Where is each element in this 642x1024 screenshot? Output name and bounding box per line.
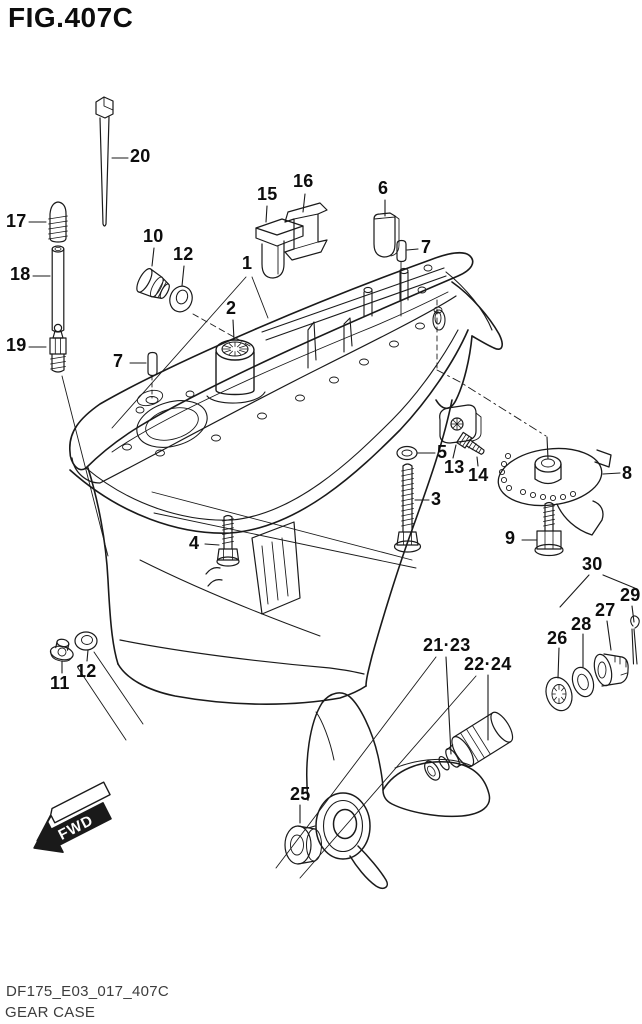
part-27-prop-nut	[593, 653, 629, 687]
callout-20: 20	[130, 146, 151, 166]
deck-detail	[111, 264, 449, 457]
part-16-bracket	[284, 202, 328, 261]
callout-12-upper: 12	[173, 244, 194, 264]
callout-16: 16	[293, 171, 314, 191]
callout-10: 10	[143, 226, 164, 246]
gear-case-housing-drawing	[69, 251, 503, 705]
part-7-left-pin	[147, 351, 158, 377]
callout-13: 13	[444, 457, 465, 477]
part-18-tube	[51, 245, 65, 333]
part-3-bolt	[393, 463, 422, 553]
part-17-fitting	[48, 201, 68, 243]
part-7-right-pin	[396, 239, 407, 263]
fwd-direction-arrow: FWD	[33, 781, 112, 853]
callout-19: 19	[6, 335, 27, 355]
figure-title: FIG.407C	[8, 2, 134, 33]
part-5-washer	[396, 445, 418, 461]
callout-9: 9	[505, 528, 516, 548]
callout-18: 18	[10, 264, 31, 284]
part-14-screw	[456, 431, 485, 455]
callout-29: 29	[620, 585, 641, 605]
part-28-washer	[571, 666, 595, 698]
part-26-spline-washer	[545, 676, 573, 712]
part-22-24-prop-bush	[424, 711, 514, 781]
callout-6: 6	[378, 178, 389, 198]
part-9-bolt	[534, 501, 564, 557]
callout-25: 25	[290, 784, 311, 804]
part-10-bushing	[136, 268, 170, 299]
propeller-drawing	[306, 692, 491, 889]
callout-4: 4	[189, 533, 200, 553]
part-12-upper-washer	[169, 285, 193, 313]
callout-7-right: 7	[421, 237, 432, 257]
part-13-clamp-block	[439, 404, 482, 444]
callout-3: 3	[431, 489, 442, 509]
callout-2: 2	[226, 298, 237, 318]
callout-17: 17	[6, 211, 27, 231]
part-25-spacer	[284, 825, 322, 865]
part-20-tool-pin	[95, 96, 114, 227]
callout-1: 1	[242, 253, 253, 273]
part-6-anode	[373, 212, 400, 258]
callout-27: 27	[595, 600, 616, 620]
footer-drawing-code: DF175_E03_017_407C	[6, 983, 170, 1000]
callout-21-23: 21·23	[423, 635, 471, 655]
callout-15: 15	[257, 184, 278, 204]
part-4-bolt	[216, 514, 240, 567]
callout-22-24: 22·24	[464, 654, 512, 674]
callout-7-left: 7	[113, 351, 124, 371]
part-19-grease-nipple	[49, 323, 67, 373]
part-11-plug	[49, 638, 74, 662]
callout-14: 14	[468, 465, 489, 485]
leader-lines	[28, 157, 638, 879]
callout-5: 5	[437, 442, 448, 462]
part-12-lower-washer	[74, 631, 98, 651]
part-2-bearing-sleeve	[215, 339, 255, 396]
part-15-anode	[255, 218, 304, 279]
callout-11: 11	[50, 673, 70, 693]
callout-28: 28	[571, 614, 592, 634]
callout-12-lower: 12	[76, 661, 97, 681]
footer-drawing-name: GEAR CASE	[5, 1004, 96, 1021]
callout-8: 8	[622, 463, 633, 483]
callout-26: 26	[547, 628, 568, 648]
part-29-cotter-pin	[630, 615, 640, 665]
callout-30: 30	[582, 554, 603, 574]
